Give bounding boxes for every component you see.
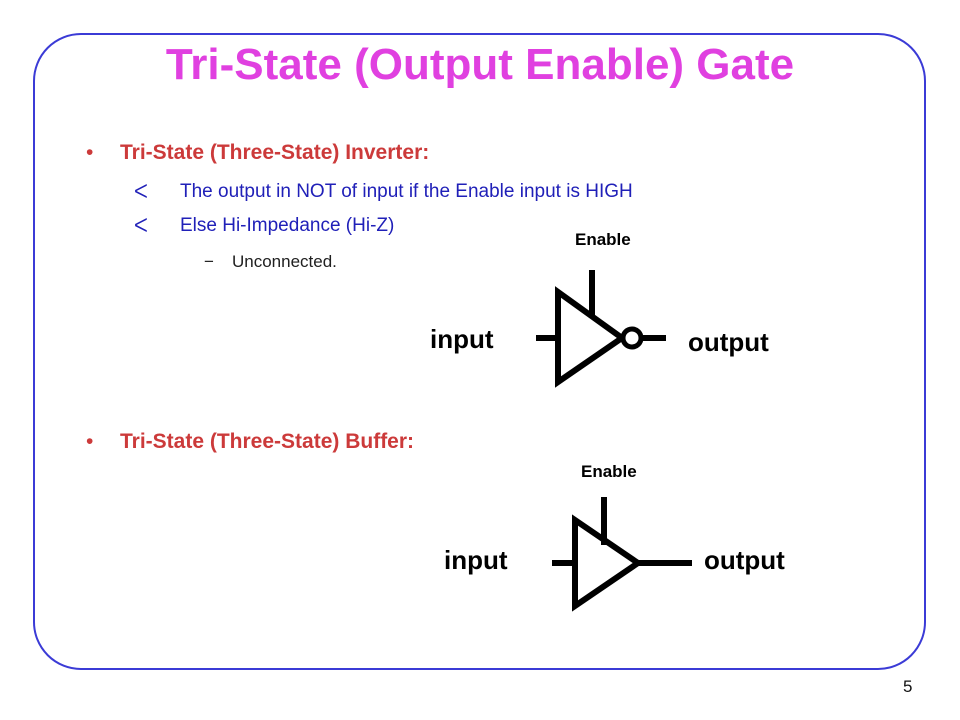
arrow-bullet-icon: ᐸ (134, 216, 148, 237)
buffer-output-label: output (704, 545, 785, 575)
inverter-sub-bullet-1: The output in NOT of input if the Enable… (180, 181, 633, 202)
buffer-enable-label: Enable (581, 462, 637, 481)
page-number: 5 (903, 677, 913, 696)
inverter-enable-label: Enable (575, 230, 631, 249)
inverter-sub-sub-bullet: Unconnected. (232, 252, 337, 271)
buffer-heading: Tri-State (Three-State) Buffer: (120, 430, 415, 453)
bullet-dot-icon: • (86, 141, 94, 164)
inverter-output-label: output (688, 327, 769, 357)
inverter-sub-bullet-2: Else Hi-Impedance (Hi-Z) (180, 215, 395, 236)
slide-title: Tri-State (Output Enable) Gate (165, 40, 795, 89)
dash-bullet-icon: − (204, 252, 214, 271)
buffer-input-label: input (444, 545, 508, 575)
inverter-heading: Tri-State (Three-State) Inverter: (120, 141, 430, 164)
slide-frame (33, 33, 926, 670)
arrow-bullet-icon: ᐸ (134, 182, 148, 203)
bullet-dot-icon: • (86, 430, 94, 453)
inverter-input-label: input (430, 324, 494, 354)
